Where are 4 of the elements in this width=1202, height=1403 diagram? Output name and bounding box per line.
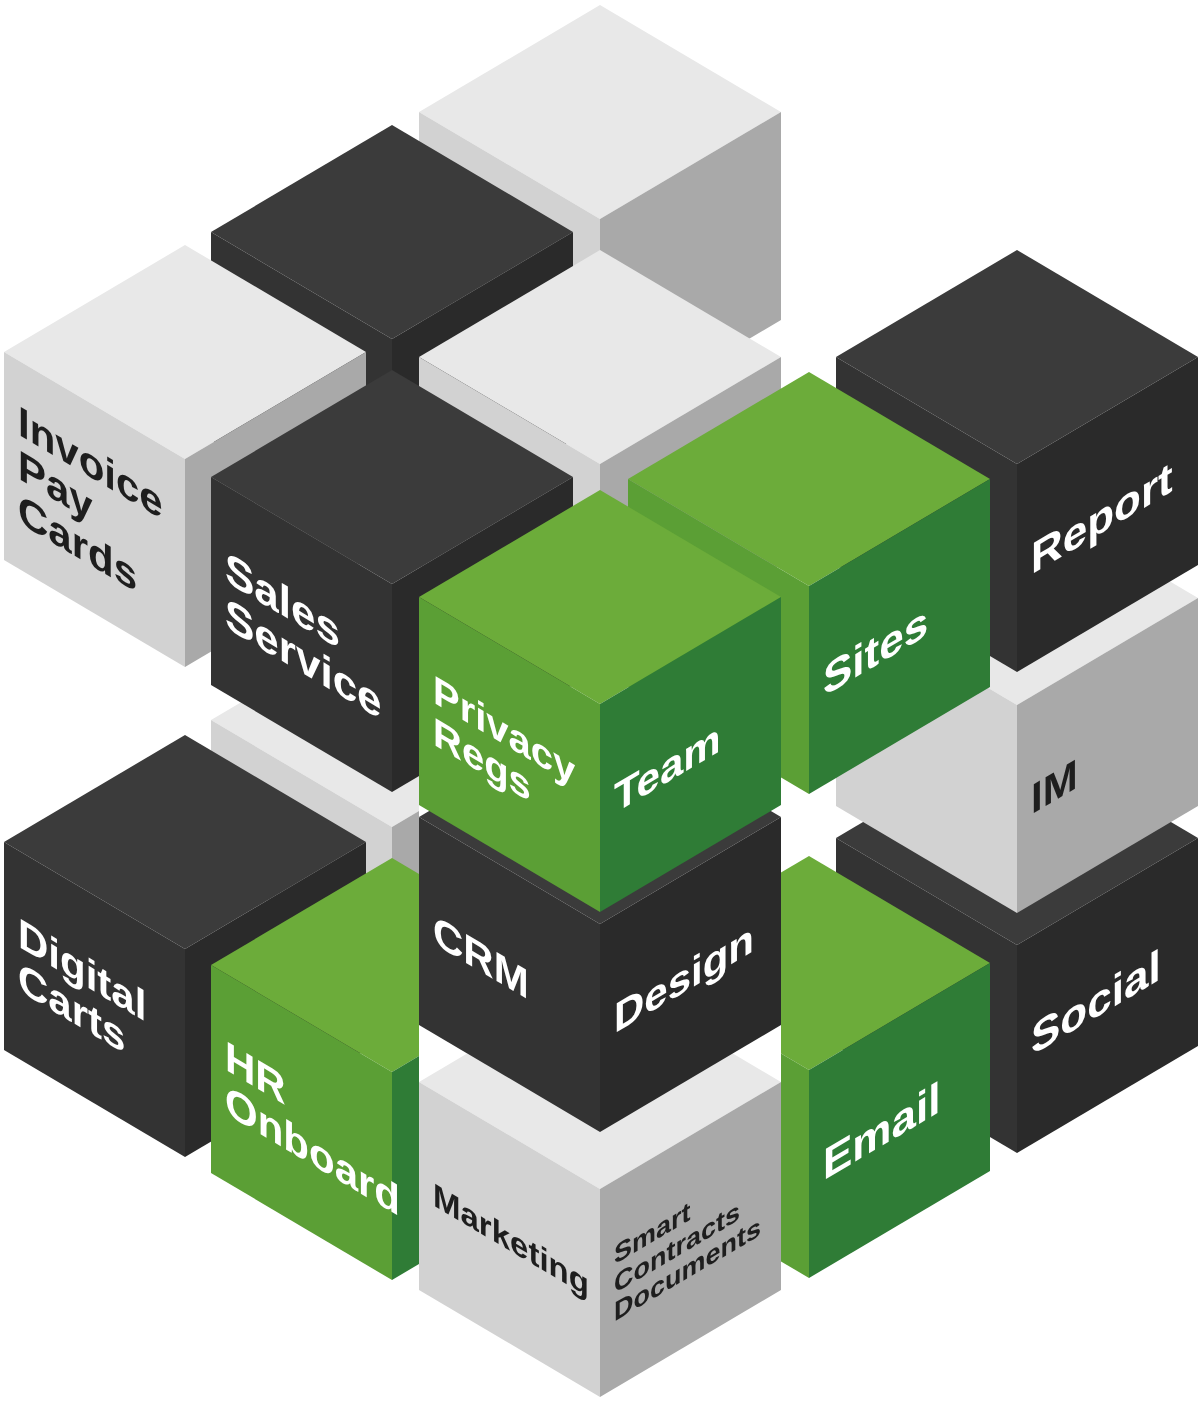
- face-label: CRM: [433, 907, 529, 1008]
- face-label: IM: [1031, 751, 1078, 823]
- face-label: Team: [614, 714, 721, 822]
- face-label: Sites: [823, 596, 929, 705]
